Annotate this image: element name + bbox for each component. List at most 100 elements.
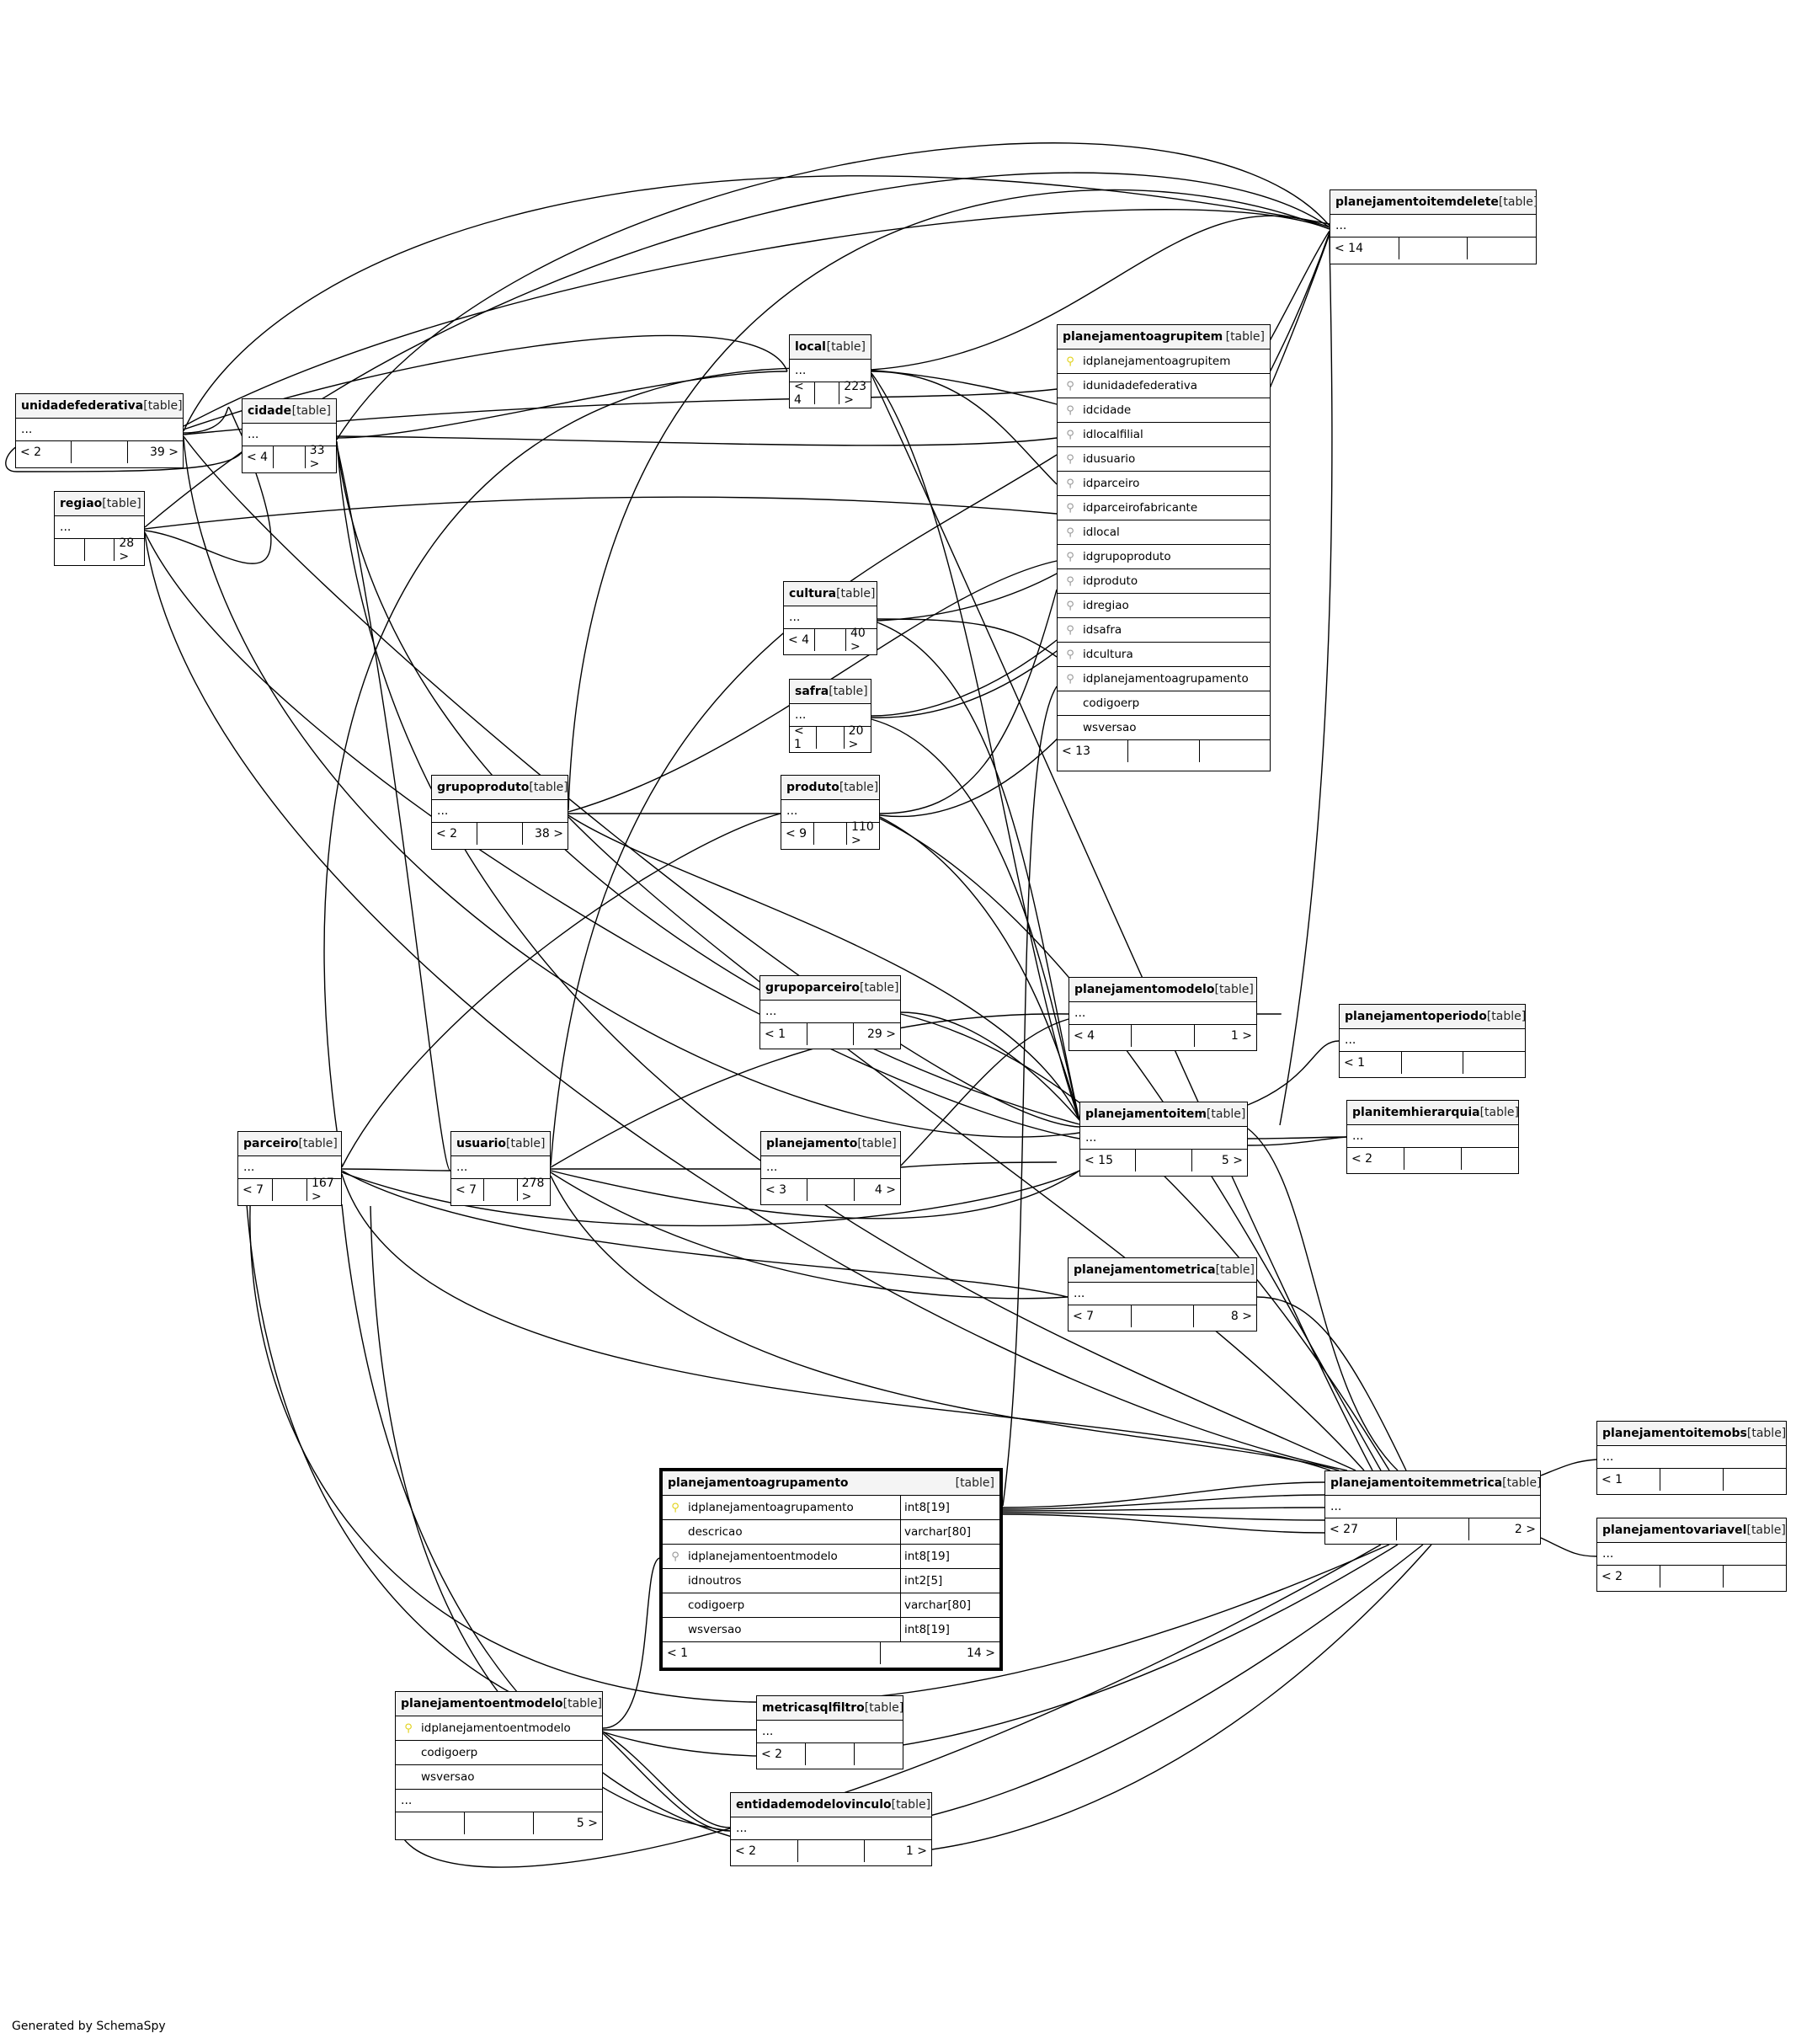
children-count[interactable]: 38 > [522, 823, 568, 845]
children-count[interactable]: 223 > [839, 380, 871, 407]
parents-count[interactable]: < 2 [761, 1748, 783, 1761]
children-count[interactable] [1723, 1469, 1786, 1491]
column-row[interactable]: ⚲idplanejamentoentmodelo [396, 1716, 602, 1741]
parents-count[interactable]: < 9 [786, 827, 807, 841]
parents-count[interactable]: < 4 [788, 633, 810, 647]
parents-count[interactable]: < 1 [794, 724, 804, 751]
table-metricasqlfiltro[interactable]: metricasqlfiltro[table] ... < 2 [756, 1695, 903, 1769]
table-planejamentoagrupamento[interactable]: planejamentoagrupamento[table] ⚲idplanej… [659, 1468, 1003, 1671]
column-row[interactable]: ⚲idregiao [1058, 594, 1270, 618]
column-row[interactable]: ⚲idcidade [1058, 398, 1270, 423]
column-row[interactable]: wsversao [1058, 716, 1270, 740]
parents-count[interactable]: < 2 [735, 1844, 757, 1858]
column-row[interactable]: ⚲idcultura [1058, 643, 1270, 667]
children-count[interactable]: 167 > [306, 1177, 341, 1203]
parents-count[interactable]: < 2 [436, 827, 458, 841]
children-count[interactable] [1723, 1566, 1786, 1588]
parents-count[interactable]: < 4 [794, 380, 804, 407]
children-count[interactable]: 8 > [1193, 1305, 1256, 1327]
children-count[interactable] [854, 1743, 903, 1765]
column-row[interactable]: ⚲idlocalfilial [1058, 423, 1270, 447]
table-planejamentoperiodo[interactable]: planejamentoperiodo[table] ... < 1 [1339, 1004, 1526, 1078]
column-row[interactable]: codigoerp [1058, 691, 1270, 716]
parents-count[interactable]: < 3 [765, 1183, 787, 1197]
parents-count[interactable]: < 2 [1601, 1570, 1623, 1583]
parents-count[interactable]: < 15 [1085, 1154, 1113, 1167]
children-count[interactable]: 1 > [1193, 1025, 1256, 1047]
children-count[interactable]: 14 > [880, 1642, 999, 1664]
column-row[interactable]: ⚲idusuario [1058, 447, 1270, 472]
children-count[interactable]: 5 > [533, 1812, 602, 1834]
column-row[interactable]: ⚲idplanejamentoagrupitem [1058, 350, 1270, 374]
parents-count[interactable]: < 2 [1351, 1152, 1373, 1166]
children-count[interactable]: 5 > [1191, 1150, 1247, 1171]
children-count[interactable]: 40 > [845, 627, 877, 654]
table-planejamentoitemobs[interactable]: planejamentoitemobs[table] ... < 1 [1596, 1421, 1787, 1495]
table-planejamentoitemdelete[interactable]: planejamentoitemdelete[table] ... < 14 [1330, 189, 1538, 264]
column-row[interactable]: ⚲idsafra [1058, 618, 1270, 643]
children-count[interactable]: 20 > [843, 724, 871, 751]
column-row[interactable]: codigoerp [396, 1741, 602, 1765]
children-count[interactable]: 33 > [304, 444, 336, 471]
column-row[interactable]: ⚲idparceirofabricante [1058, 496, 1270, 520]
parents-count[interactable] [55, 539, 84, 561]
table-planitemhierarquia[interactable]: planitemhierarquia[table] ... < 2 [1346, 1100, 1519, 1174]
parents-count[interactable]: < 27 [1330, 1523, 1358, 1536]
children-count[interactable]: 1 > [864, 1840, 931, 1862]
parents-count[interactable]: < 7 [456, 1183, 477, 1197]
column-row[interactable]: ⚲idparceiro [1058, 472, 1270, 496]
children-count[interactable] [1463, 1052, 1525, 1074]
table-regiao[interactable]: regiao[table] ... 28 > [54, 491, 145, 566]
table-planejamentoagrupitem[interactable]: planejamentoagrupitem[table] ⚲idplanejam… [1057, 324, 1271, 771]
parents-count[interactable]: < 4 [1074, 1029, 1095, 1043]
parents-count[interactable]: < 7 [242, 1183, 264, 1197]
children-count[interactable]: 278 > [516, 1177, 550, 1203]
parents-count[interactable]: < 7 [1073, 1310, 1095, 1323]
children-count[interactable]: 4 > [853, 1179, 900, 1201]
parents-count[interactable]: < 14 [1335, 242, 1363, 255]
table-planejamentovariavel[interactable]: planejamentovariavel[table] ... < 2 [1596, 1518, 1787, 1592]
parents-count[interactable]: < 1 [1344, 1056, 1366, 1070]
parents-count[interactable]: < 1 [1601, 1473, 1623, 1486]
children-count[interactable]: 110 > [846, 820, 879, 847]
column-row[interactable]: ⚲idlocal [1058, 520, 1270, 545]
children-count[interactable]: 29 > [853, 1023, 900, 1045]
column-row[interactable]: ⚲idproduto [1058, 569, 1270, 594]
children-count[interactable]: 2 > [1468, 1518, 1540, 1540]
column-row[interactable]: ⚲idgrupoproduto [1058, 545, 1270, 569]
column-row[interactable]: wsversao [396, 1765, 602, 1790]
parents-count[interactable]: < 4 [247, 451, 269, 464]
children-count[interactable]: 28 > [114, 536, 144, 563]
children-count[interactable]: 39 > [126, 441, 183, 463]
column-row[interactable]: ⚲idplanejamentoagrupamento [1058, 667, 1270, 691]
parents-count[interactable]: < 2 [20, 446, 42, 459]
table-planejamentoentmodelo[interactable]: planejamentoentmodelo[table] ⚲idplanejam… [395, 1691, 603, 1840]
parents-count[interactable] [396, 1812, 464, 1834]
children-count[interactable] [1461, 1148, 1518, 1170]
parents-count[interactable]: < 1 [667, 1646, 689, 1660]
parents-count[interactable]: < 1 [765, 1027, 786, 1041]
column-row[interactable]: ⚲idunidadefederativa [1058, 374, 1270, 398]
